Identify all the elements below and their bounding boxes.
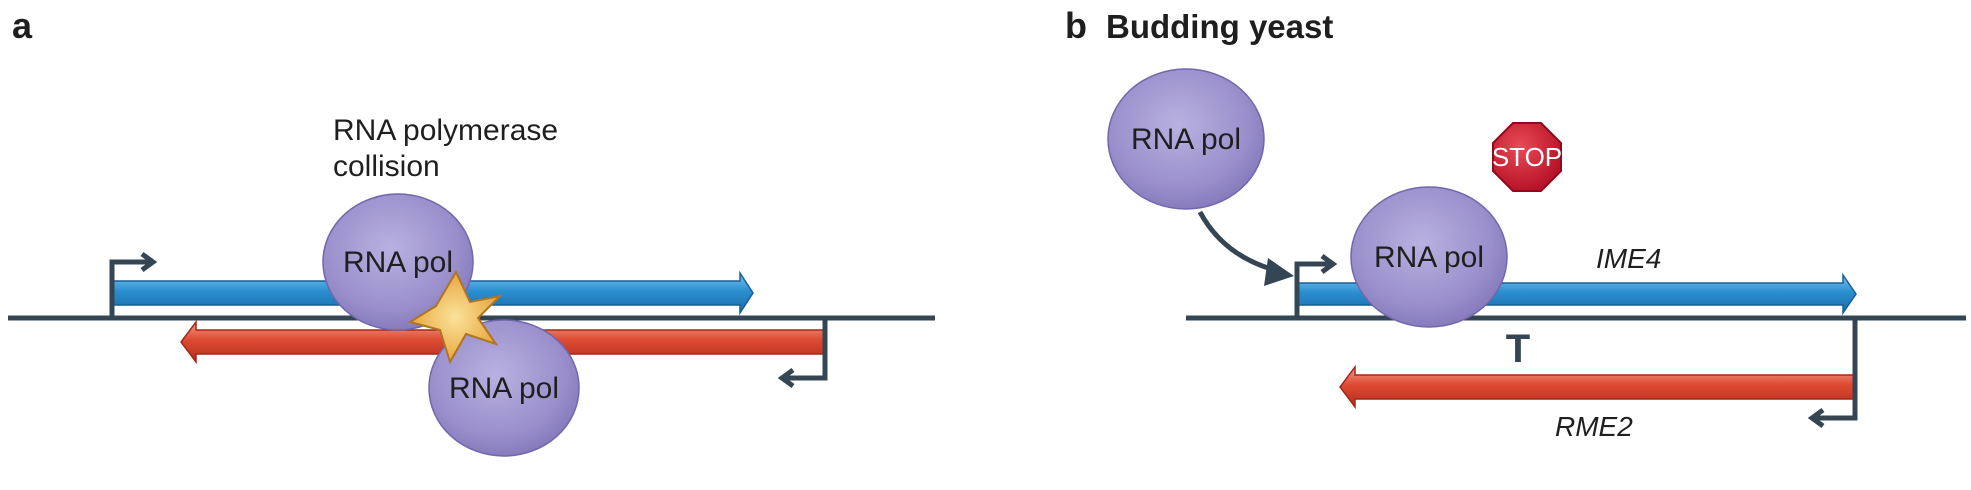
ime4-promoter-arrow xyxy=(1294,261,1330,318)
forward-promoter-arrow xyxy=(109,259,150,318)
ime4-gene-label: IME4 xyxy=(1596,243,1661,274)
collision-caption-line1: RNA polymerase xyxy=(333,114,558,147)
stop-sign-label: STOP xyxy=(1492,142,1562,172)
rme2-gene-label: RME2 xyxy=(1555,411,1633,442)
collision-star-icon xyxy=(407,269,504,365)
rme2-promoter-arrow xyxy=(1815,318,1858,421)
panel-a: a RNA polymerase collision RNA pol RNA p… xyxy=(8,5,935,457)
rna-polymerase-bottom-label: RNA pol xyxy=(449,372,559,405)
rna-polymerase-bottom xyxy=(428,319,580,457)
ime4-promoter-arrowhead xyxy=(1320,253,1338,275)
recruitment-arrowhead xyxy=(1264,258,1294,286)
reverse-promoter-arrowhead xyxy=(777,367,795,389)
panel-b-letter: b xyxy=(1065,5,1087,46)
rna-polymerase-bound-label: RNA pol xyxy=(1374,241,1484,274)
forward-promoter-arrowhead xyxy=(140,251,158,273)
panel-a-letter: a xyxy=(12,5,33,46)
rna-polymerase-top-label: RNA pol xyxy=(343,246,453,279)
rme2-transcript-arrow xyxy=(1339,364,1856,410)
stop-sign-icon xyxy=(1492,122,1562,192)
repression-symbol: T xyxy=(1506,327,1530,371)
rna-polymerase-bound xyxy=(1350,186,1508,328)
collision-caption-line2: collision xyxy=(333,150,440,183)
reverse-promoter-arrow xyxy=(785,318,828,381)
rna-polymerase-top xyxy=(322,193,474,331)
panel-b-title: Budding yeast xyxy=(1106,8,1333,45)
rme2-promoter-arrowhead xyxy=(1807,407,1825,429)
panel-b: b Budding yeast RNA pol STOP IME4 RNA po… xyxy=(1065,5,1966,442)
rna-polymerase-free xyxy=(1107,68,1265,210)
rna-polymerase-free-label: RNA pol xyxy=(1131,123,1241,156)
